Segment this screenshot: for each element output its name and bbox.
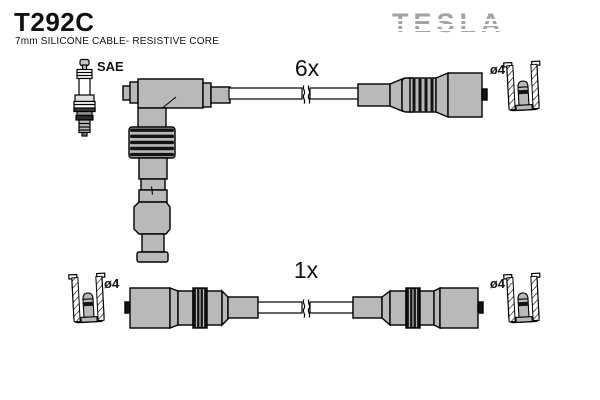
sae-terminal-label: SAE [97,59,124,74]
straight-boot-bottom-right-illustration [352,286,484,330]
spark-plug-illustration [73,58,96,137]
top-cable-break-icon [302,85,311,104]
tesla-logo: TESLA [392,7,512,39]
logo-stripe-icon [392,19,512,21]
logo-stripe-icon [392,29,512,31]
diameter-label-bottom-left: ø4 [104,276,120,291]
diameter-label-bottom-right: ø4 [490,276,506,291]
quantity-label-top: 6x [295,55,320,81]
part-number: T292C [14,7,95,37]
straight-boot-bottom-left-illustration [124,286,259,330]
quantity-label-bottom: 1x [294,257,319,283]
logo-stripe-icon [392,24,512,26]
bottom-cable-line [257,301,354,314]
cable-spec-subtitle: 7mm SILICONE CABLE- RESISTIVE CORE [15,36,220,47]
tesla-logo-text: TESLA [392,8,506,38]
straight-boot-top-illustration [357,71,488,119]
top-cable-line [228,87,360,100]
diameter-label-top: ø4 [490,62,506,77]
socket-cross-section-bottom-right [503,272,543,324]
bottom-cable-break-icon [302,299,311,318]
socket-cross-section-top [503,60,543,112]
elbow-boot-illustration [122,78,231,263]
socket-cross-section-bottom-left [68,272,108,324]
